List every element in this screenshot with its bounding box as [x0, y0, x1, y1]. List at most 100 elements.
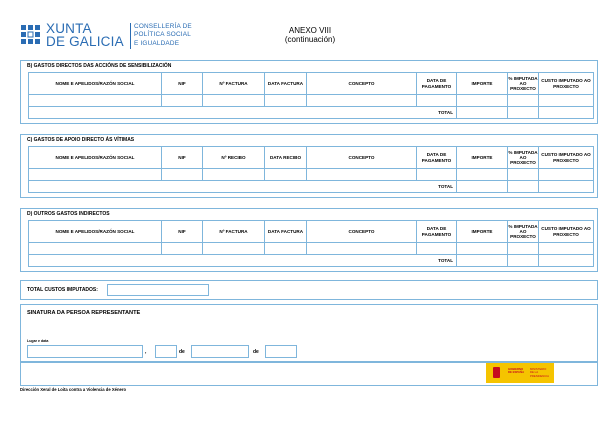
col-header: NIF: [161, 146, 203, 169]
col-header: % IMPUTADA AO PROXECTO: [507, 72, 539, 95]
table-cell[interactable]: [306, 94, 417, 107]
gov-line3: MINISTERIO: [530, 367, 547, 371]
xunta-logo: XUNTA DE GALICIA CONSELLERÍA DE POLÍTICA…: [20, 22, 210, 54]
table-row[interactable]: [28, 168, 594, 181]
col-header: IMPORTE: [456, 72, 508, 95]
annex-subtitle: (continuación): [284, 35, 336, 44]
col-header: CUSTO IMPUTADO AO PROXECTO: [538, 72, 594, 95]
total-row: TOTAL: [28, 106, 594, 119]
total-label: TOTAL: [28, 106, 457, 119]
col-header: Nº FACTURA: [202, 220, 265, 243]
col-header: Nº FACTURA: [202, 72, 265, 95]
conselleria-line2: POLÍTICA SOCIAL: [134, 31, 191, 39]
total-cost-cell[interactable]: [538, 106, 594, 119]
total-percent-cell[interactable]: [507, 106, 539, 119]
table-cell[interactable]: [538, 94, 594, 107]
table-cell[interactable]: [264, 168, 307, 181]
total-row: TOTAL: [28, 180, 594, 193]
col-header: NIF: [161, 72, 203, 95]
table-cell[interactable]: [161, 94, 203, 107]
total-percent-cell[interactable]: [507, 254, 539, 267]
col-header: % IMPUTADA AO PROXECTO: [507, 146, 539, 169]
table-cell[interactable]: [456, 242, 508, 255]
col-header: NOME E APELIDOS/RAZÓN SOCIAL: [28, 220, 162, 243]
table-cell[interactable]: [202, 168, 265, 181]
table-cell[interactable]: [416, 94, 457, 107]
col-header: IMPORTE: [456, 220, 508, 243]
logo-divider: [130, 23, 131, 49]
total-importe-cell[interactable]: [456, 106, 508, 119]
logo-line1: XUNTA: [46, 21, 92, 36]
section-b-title: B) GASTOS DIRECTOS DAS ACCIÓNS DE SENSIB…: [27, 63, 172, 69]
table-cell[interactable]: [264, 94, 307, 107]
table-cell[interactable]: [538, 242, 594, 255]
year-field[interactable]: [265, 345, 297, 358]
day-field[interactable]: [155, 345, 177, 358]
signature-section: SINATURA DA PERSOA REPRESENTANTE Lugar e…: [20, 304, 598, 362]
table-cell[interactable]: [202, 242, 265, 255]
spain-shield-icon: [486, 363, 506, 383]
section-d-title: D) OUTROS GASTOS INDIRECTOS: [27, 211, 110, 217]
total-row: TOTAL: [28, 254, 594, 267]
section-c-table: NOME E APELIDOS/RAZÓN SOCIAL NIF Nº RECI…: [28, 146, 594, 193]
gobierno-espana-logo: GOBIERNO DE ESPAÑA MINISTERIO DE LA PRES…: [486, 363, 554, 383]
col-header: DATA DE PAGAMENTO: [416, 146, 457, 169]
de-label-1: de: [179, 349, 185, 355]
place-field[interactable]: [27, 345, 143, 358]
table-header-row: NOME E APELIDOS/RAZÓN SOCIAL NIF Nº FACT…: [28, 220, 594, 243]
total-cost-cell[interactable]: [538, 180, 594, 193]
table-cell[interactable]: [264, 242, 307, 255]
total-costs-section: TOTAL CUSTOS IMPUTADOS:: [20, 280, 598, 300]
table-header-row: NOME E APELIDOS/RAZÓN SOCIAL NIF Nº FACT…: [28, 72, 594, 95]
table-cell[interactable]: [538, 168, 594, 181]
table-cell[interactable]: [161, 242, 203, 255]
section-c-title: C) GASTOS DE APOIO DIRECTO ÁS VÍTIMAS: [27, 137, 135, 143]
table-cell[interactable]: [456, 94, 508, 107]
col-header: CUSTO IMPUTADO AO PROXECTO: [538, 146, 594, 169]
annex-title: ANEXO VIII: [288, 26, 332, 35]
de-label-2: de: [253, 349, 259, 355]
total-importe-cell[interactable]: [456, 180, 508, 193]
table-cell[interactable]: [306, 242, 417, 255]
total-cost-cell[interactable]: [538, 254, 594, 267]
col-header: DATA DE PAGAMENTO: [416, 220, 457, 243]
gov-text: GOBIERNO DE ESPAÑA: [508, 367, 524, 375]
col-header: DATA FACTURA: [264, 72, 307, 95]
table-header-row: NOME E APELIDOS/RAZÓN SOCIAL NIF Nº RECI…: [28, 146, 594, 169]
table-cell[interactable]: [28, 94, 162, 107]
place-date-label: Lugar e data: [27, 339, 49, 343]
table-cell[interactable]: [28, 168, 162, 181]
col-header: CONCEPTO: [306, 146, 417, 169]
col-header: NOME E APELIDOS/RAZÓN SOCIAL: [28, 72, 162, 95]
table-cell[interactable]: [456, 168, 508, 181]
gov-line4: DE LA PRESIDENCIA: [530, 370, 549, 378]
table-cell[interactable]: [507, 168, 539, 181]
table-cell[interactable]: [416, 168, 457, 181]
total-label: TOTAL: [28, 180, 457, 193]
table-row[interactable]: [28, 242, 594, 255]
total-percent-cell[interactable]: [507, 180, 539, 193]
table-cell[interactable]: [202, 94, 265, 107]
total-label: TOTAL: [28, 254, 457, 267]
table-cell[interactable]: [28, 242, 162, 255]
month-field[interactable]: [191, 345, 249, 358]
annex-heading: ANEXO VIII (continuación): [270, 26, 350, 44]
section-c: C) GASTOS DE APOIO DIRECTO ÁS VÍTIMAS NO…: [20, 134, 598, 198]
table-cell[interactable]: [161, 168, 203, 181]
total-importe-cell[interactable]: [456, 254, 508, 267]
conselleria-line1: CONSELLERÍA DE: [134, 23, 192, 30]
table-cell[interactable]: [416, 242, 457, 255]
table-cell[interactable]: [507, 242, 539, 255]
signature-title: SINATURA DA PERSOA REPRESENTANTE: [27, 310, 141, 316]
table-cell[interactable]: [507, 94, 539, 107]
xunta-cross-icon: [21, 25, 40, 44]
ministry-text: MINISTERIO DE LA PRESIDENCIA: [530, 367, 554, 378]
col-header: CONCEPTO: [306, 220, 417, 243]
xunta-wordmark: XUNTA DE GALICIA: [46, 21, 124, 49]
table-cell[interactable]: [306, 168, 417, 181]
table-row[interactable]: [28, 94, 594, 107]
col-header: % IMPUTADA AO PROXECTO: [507, 220, 539, 243]
total-costs-label: TOTAL CUSTOS IMPUTADOS:: [27, 287, 98, 293]
col-header: NOME E APELIDOS/RAZÓN SOCIAL: [28, 146, 162, 169]
total-costs-field[interactable]: [107, 284, 209, 296]
